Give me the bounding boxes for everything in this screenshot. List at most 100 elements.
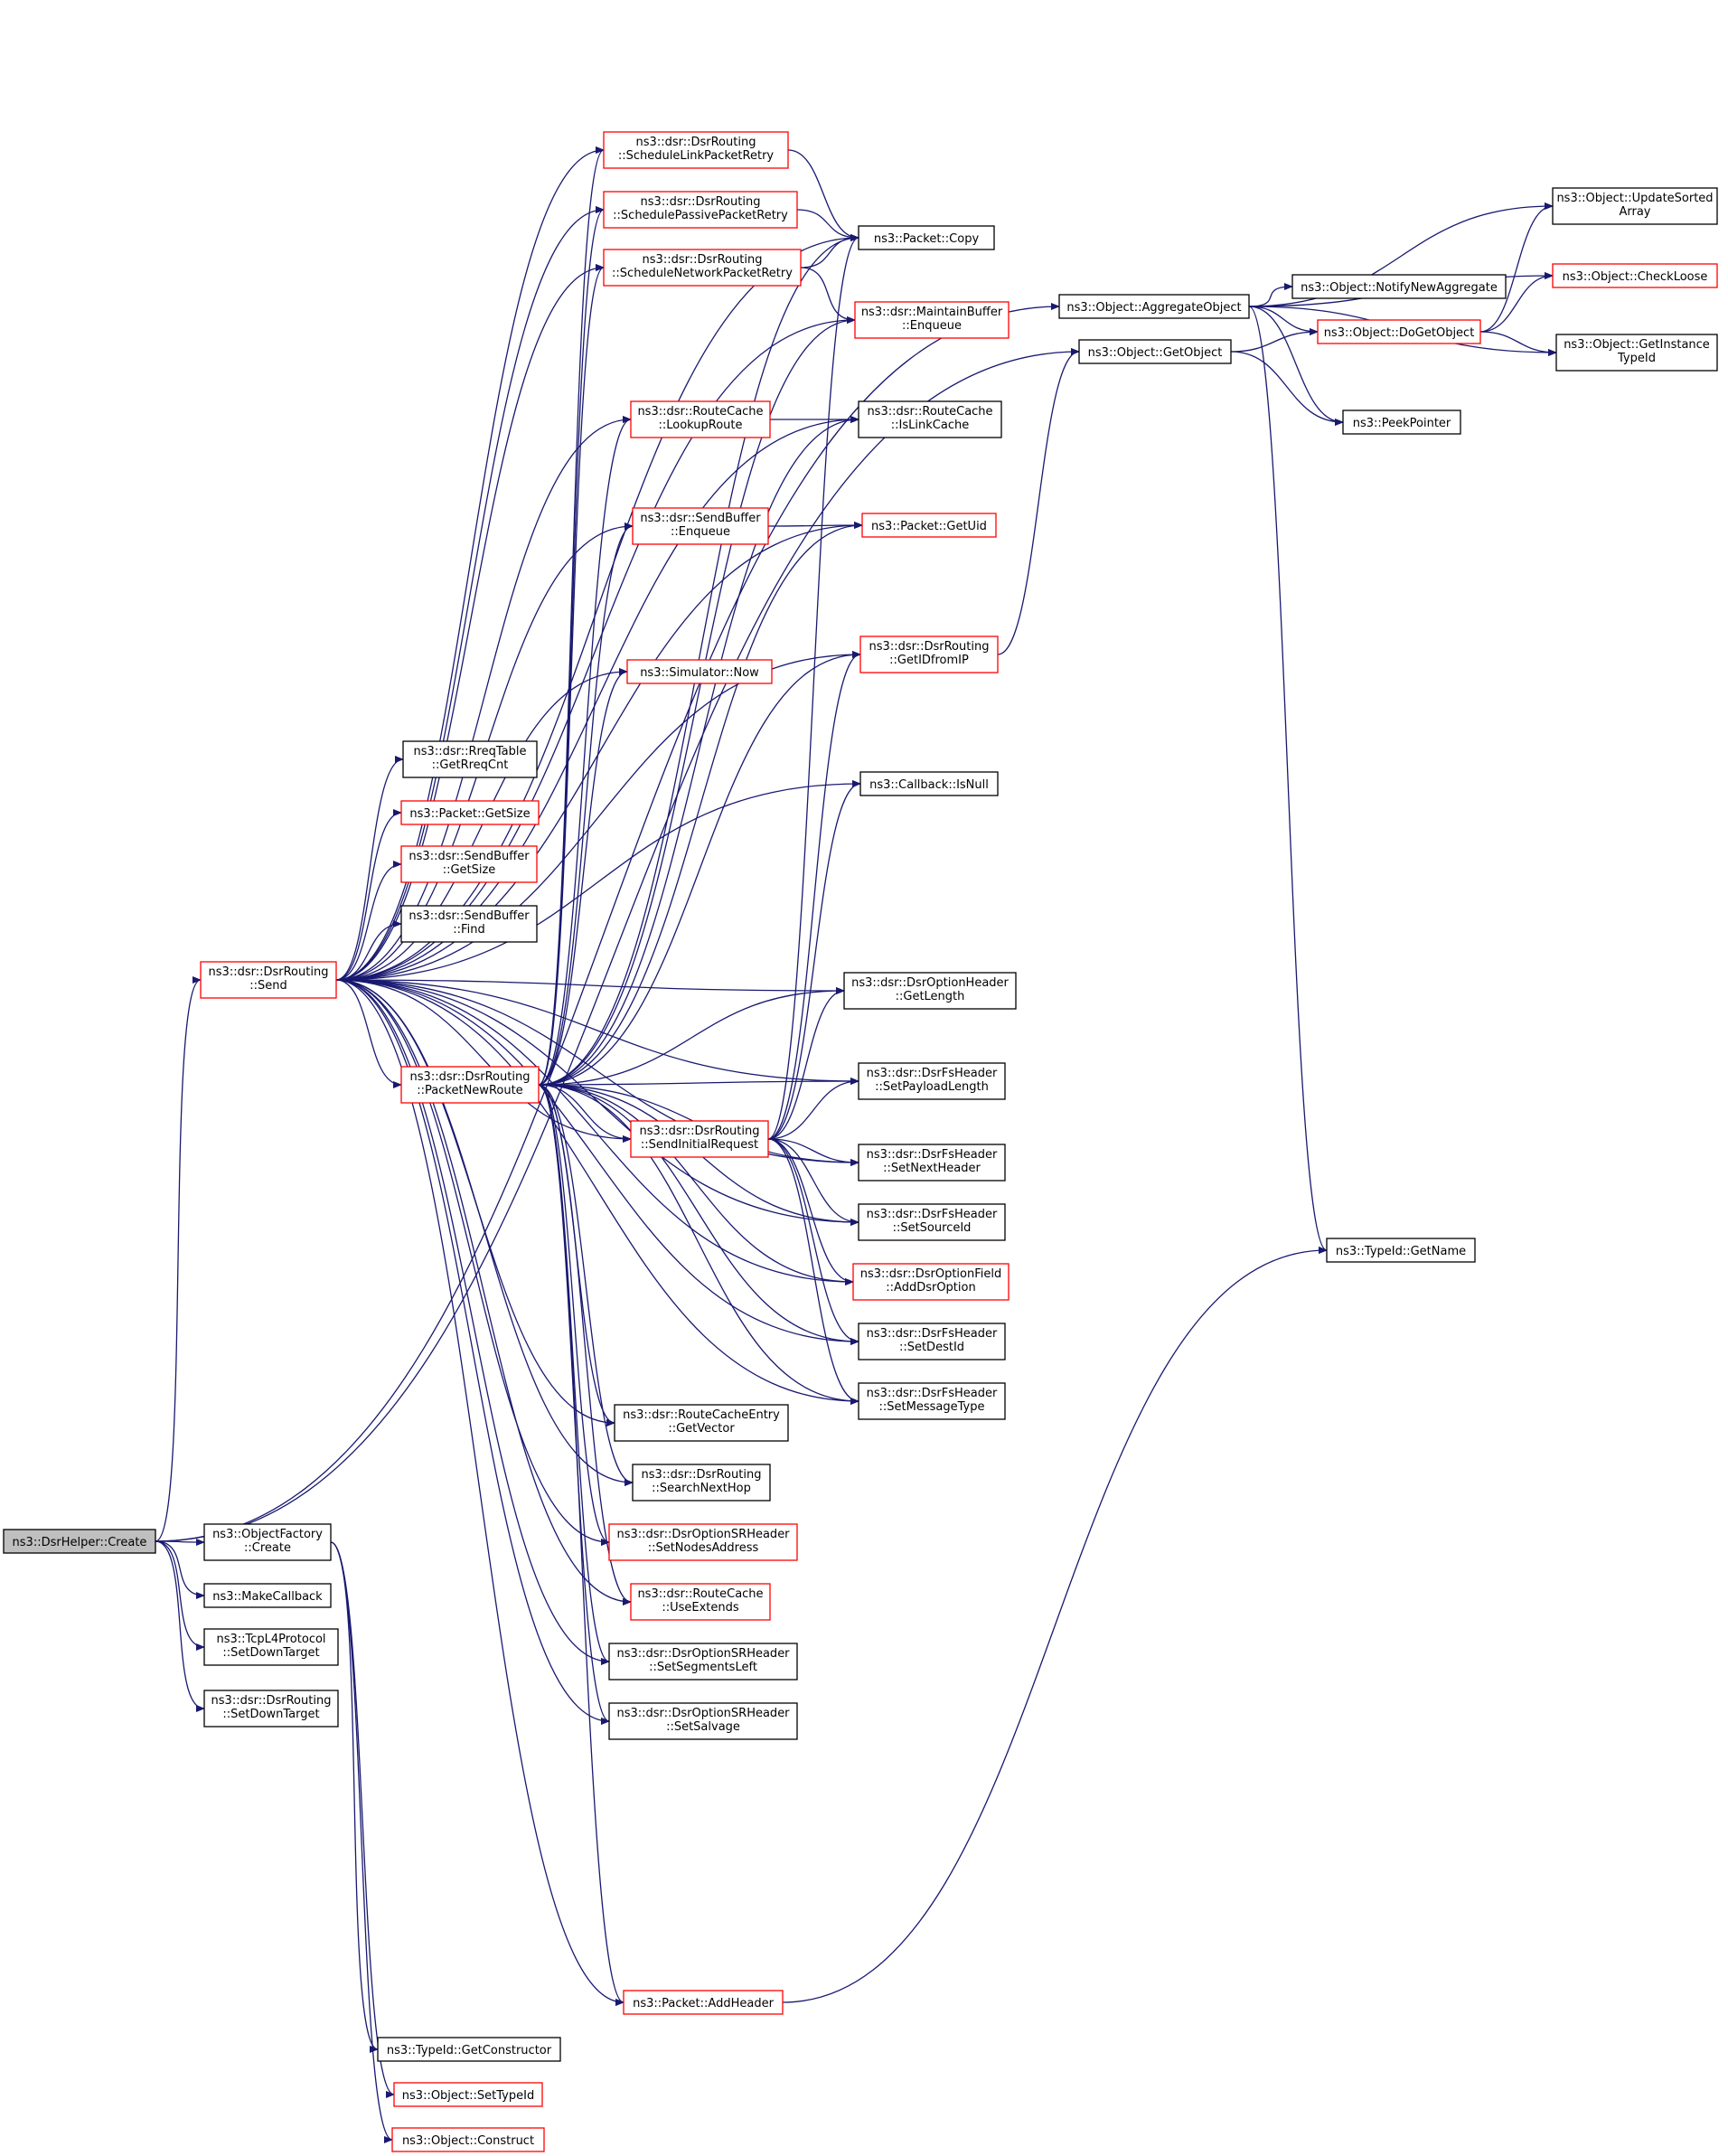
node-fsheader-setsourceid[interactable]: ns3::dsr::DsrFsHeader::SetSourceId <box>858 1203 1006 1241</box>
node-typeid-getconstructor[interactable]: ns3::TypeId::GetConstructor <box>377 2037 561 2062</box>
node-label: ns3::dsr::SendBuffer <box>409 850 530 863</box>
node-packetnewroute[interactable]: ns3::dsr::DsrRouting::PacketNewRoute <box>400 1066 540 1104</box>
node-label: ::SendInitialRequest <box>641 1138 758 1152</box>
node-label: ns3::DsrHelper::Create <box>13 1536 147 1549</box>
node-box <box>200 961 337 999</box>
node-maintainbuffer-enqueue[interactable]: ns3::dsr::MaintainBuffer::Enqueue <box>854 301 1010 339</box>
edge-sendinitialrequest-to-packet_copy <box>767 234 859 1140</box>
node-box <box>1078 339 1232 364</box>
node-schedulenetworkpacketretry[interactable]: ns3::dsr::DsrRouting::ScheduleNetworkPac… <box>603 249 802 287</box>
node-schedulelinkpacketretry[interactable]: ns3::dsr::DsrRouting::ScheduleLinkPacket… <box>603 131 789 169</box>
node-object-notifynewaggregate[interactable]: ns3::Object::NotifyNewAggregate <box>1291 274 1507 299</box>
node-label: ::SetDownTarget <box>222 1708 319 1721</box>
node-sendinitialrequest[interactable]: ns3::dsr::DsrRouting::SendInitialRequest <box>630 1120 769 1158</box>
node-sendbuffer-getsize[interactable]: ns3::dsr::SendBuffer::GetSize <box>400 845 538 883</box>
node-label: ::SchedulePassivePacketRetry <box>613 209 788 222</box>
node-routecacheentry-getvector[interactable]: ns3::dsr::RouteCacheEntry::GetVector <box>614 1404 789 1442</box>
node-box <box>858 1062 1006 1100</box>
node-packet-copy[interactable]: ns3::Packet::Copy <box>858 225 995 250</box>
node-routecache-useextends[interactable]: ns3::dsr::RouteCache::UseExtends <box>630 1583 771 1621</box>
edge-dsrhelper_create-to-makecallback <box>155 1540 205 1599</box>
node-label: ::GetLength <box>896 990 965 1003</box>
node-optionheader-getlength[interactable]: ns3::dsr::DsrOptionHeader::GetLength <box>843 972 1017 1010</box>
node-box <box>858 1382 1006 1420</box>
node-object-dogetobject[interactable]: ns3::Object::DoGetObject <box>1317 319 1481 344</box>
node-setsegmentsleft[interactable]: ns3::dsr::DsrOptionSRHeader::SetSegments… <box>608 1643 798 1681</box>
node-schedulepassivepacketretry[interactable]: ns3::dsr::DsrRouting::SchedulePassivePac… <box>603 191 798 229</box>
edge-packetnewroute-to-sendbuffer_enqueue <box>538 523 634 1086</box>
node-object-checkloose[interactable]: ns3::Object::CheckLoose <box>1552 263 1718 288</box>
node-makecallback[interactable]: ns3::MakeCallback <box>203 1583 332 1608</box>
edge-object_getobject-to-object_dogetobject <box>1230 328 1319 353</box>
node-simulator-now[interactable]: ns3::Simulator::Now <box>626 659 773 684</box>
edge-dsrhelper_create-to-tcpl4_setdowntarget <box>155 1540 205 1651</box>
edge-sendinitialrequest-to-fsheader_setdestid <box>767 1138 859 1345</box>
node-box <box>203 1690 339 1728</box>
node-packet-getsize[interactable]: ns3::Packet::GetSize <box>400 800 540 825</box>
node-fsheader-setdestid[interactable]: ns3::dsr::DsrFsHeader::SetDestId <box>858 1323 1006 1360</box>
node-label: ns3::Packet::AddHeader <box>633 1997 774 2010</box>
node-box <box>859 771 999 796</box>
node-dsrrouting-setdowntarget[interactable]: ns3::dsr::DsrRouting::SetDownTarget <box>203 1690 339 1728</box>
edge-schedulenetworkpacketretry-to-maintainbuffer_enqueue <box>800 267 856 324</box>
node-fsheader-setnextheader[interactable]: ns3::dsr::DsrFsHeader::SetNextHeader <box>858 1144 1006 1182</box>
node-dsrhelper-create[interactable]: ns3::DsrHelper::Create <box>3 1529 156 1554</box>
edge-dsrhelper_create-to-dsrrouting_send <box>155 976 202 1542</box>
node-callback-isnull[interactable]: ns3::Callback::IsNull <box>859 771 999 796</box>
node-label: ::SetSourceId <box>893 1221 972 1235</box>
node-label: ns3::Object::DoGetObject <box>1324 326 1475 340</box>
node-label: ::UseExtends <box>662 1601 739 1615</box>
node-box <box>608 1643 798 1681</box>
node-box <box>630 1120 769 1158</box>
node-object-getobject[interactable]: ns3::Object::GetObject <box>1078 339 1232 364</box>
node-box <box>1317 319 1481 344</box>
node-label: ::Create <box>244 1541 291 1555</box>
node-setsalvage[interactable]: ns3::dsr::DsrOptionSRHeader::SetSalvage <box>608 1702 798 1740</box>
node-box <box>608 1702 798 1740</box>
node-searchnexthop[interactable]: ns3::dsr::DsrRouting::SearchNextHop <box>632 1464 771 1502</box>
node-box <box>854 301 1010 339</box>
edge-dsrrouting_send-to-sendinitialrequest <box>335 979 632 1143</box>
node-setnodesaddress[interactable]: ns3::dsr::DsrOptionSRHeader::SetNodesAdd… <box>608 1523 798 1561</box>
node-label: TypeId <box>1617 352 1656 365</box>
node-box <box>852 1263 1010 1301</box>
node-packet-getuid[interactable]: ns3::Packet::GetUid <box>861 513 997 538</box>
node-label: Array <box>1619 205 1650 219</box>
node-objectfactory-create[interactable]: ns3::ObjectFactory::Create <box>203 1523 332 1561</box>
edge-dsrrouting_send-to-setsalvage <box>335 979 610 1725</box>
node-optionfield-adddsroption[interactable]: ns3::dsr::DsrOptionField::AddDsrOption <box>852 1263 1010 1301</box>
edge-object_aggregateobject-to-object_updatesortedarray <box>1248 202 1554 307</box>
node-getidfromip[interactable]: ns3::dsr::DsrRouting::GetIDfromIP <box>859 636 999 673</box>
node-packet-addheader[interactable]: ns3::Packet::AddHeader <box>623 1990 784 2015</box>
edge-dsrhelper_create-to-dsrrouting_setdowntarget <box>155 1540 205 1712</box>
node-label: ns3::dsr::DsrOptionHeader <box>851 976 1009 990</box>
edge-schedulelinkpacketretry-to-packet_copy <box>787 149 859 241</box>
node-routecache-lookuproute[interactable]: ns3::dsr::RouteCache::LookupRoute <box>630 400 771 438</box>
node-sendbuffer-enqueue[interactable]: ns3::dsr::SendBuffer::Enqueue <box>632 507 769 545</box>
node-routecache-islinkcache[interactable]: ns3::dsr::RouteCache::IsLinkCache <box>858 400 1002 438</box>
node-dsrrouting-send[interactable]: ns3::dsr::DsrRouting::Send <box>200 961 337 999</box>
node-sendbuffer-find[interactable]: ns3::dsr::SendBuffer::Find <box>400 905 538 943</box>
edge-packetnewroute-to-routecache_lookuproute <box>538 416 632 1086</box>
node-peekpointer[interactable]: ns3::PeekPointer <box>1342 410 1461 435</box>
node-typeid-getname[interactable]: ns3::TypeId::GetName <box>1326 1238 1476 1263</box>
edge-packetnewroute-to-routecache_islinkcache <box>538 416 859 1086</box>
node-label: ::SearchNextHop <box>652 1482 751 1495</box>
node-label: ns3::dsr::DsrRouting <box>640 1125 760 1138</box>
node-label: ns3::dsr::DsrOptionSRHeader <box>616 1647 790 1661</box>
node-label: ::SetNodesAddress <box>648 1541 759 1555</box>
node-tcpl4-setdowntarget[interactable]: ns3::TcpL4Protocol::SetDownTarget <box>203 1628 339 1666</box>
node-label: ns3::Object::NotifyNewAggregate <box>1301 281 1498 295</box>
edge-dsrrouting_send-to-routecache_useextends <box>335 979 632 1605</box>
edge-sendinitialrequest-to-callback_isnull <box>767 780 861 1140</box>
edge-object_aggregateobject-to-typeid_getname <box>1248 306 1328 1254</box>
node-object-settypeid[interactable]: ns3::Object::SetTypeId <box>393 2082 543 2107</box>
node-object-aggregateobject[interactable]: ns3::Object::AggregateObject <box>1058 294 1250 319</box>
node-fsheader-setmessagetype[interactable]: ns3::dsr::DsrFsHeader::SetMessageType <box>858 1382 1006 1420</box>
node-fsheader-setpayloadlength[interactable]: ns3::dsr::DsrFsHeader::SetPayloadLength <box>858 1062 1006 1100</box>
node-label: ::SetDownTarget <box>222 1646 319 1660</box>
node-object-construct[interactable]: ns3::Object::Construct <box>391 2127 545 2152</box>
node-rreqtable-getreqcnt[interactable]: ns3::dsr::RreqTable::GetRreqCnt <box>402 740 538 778</box>
